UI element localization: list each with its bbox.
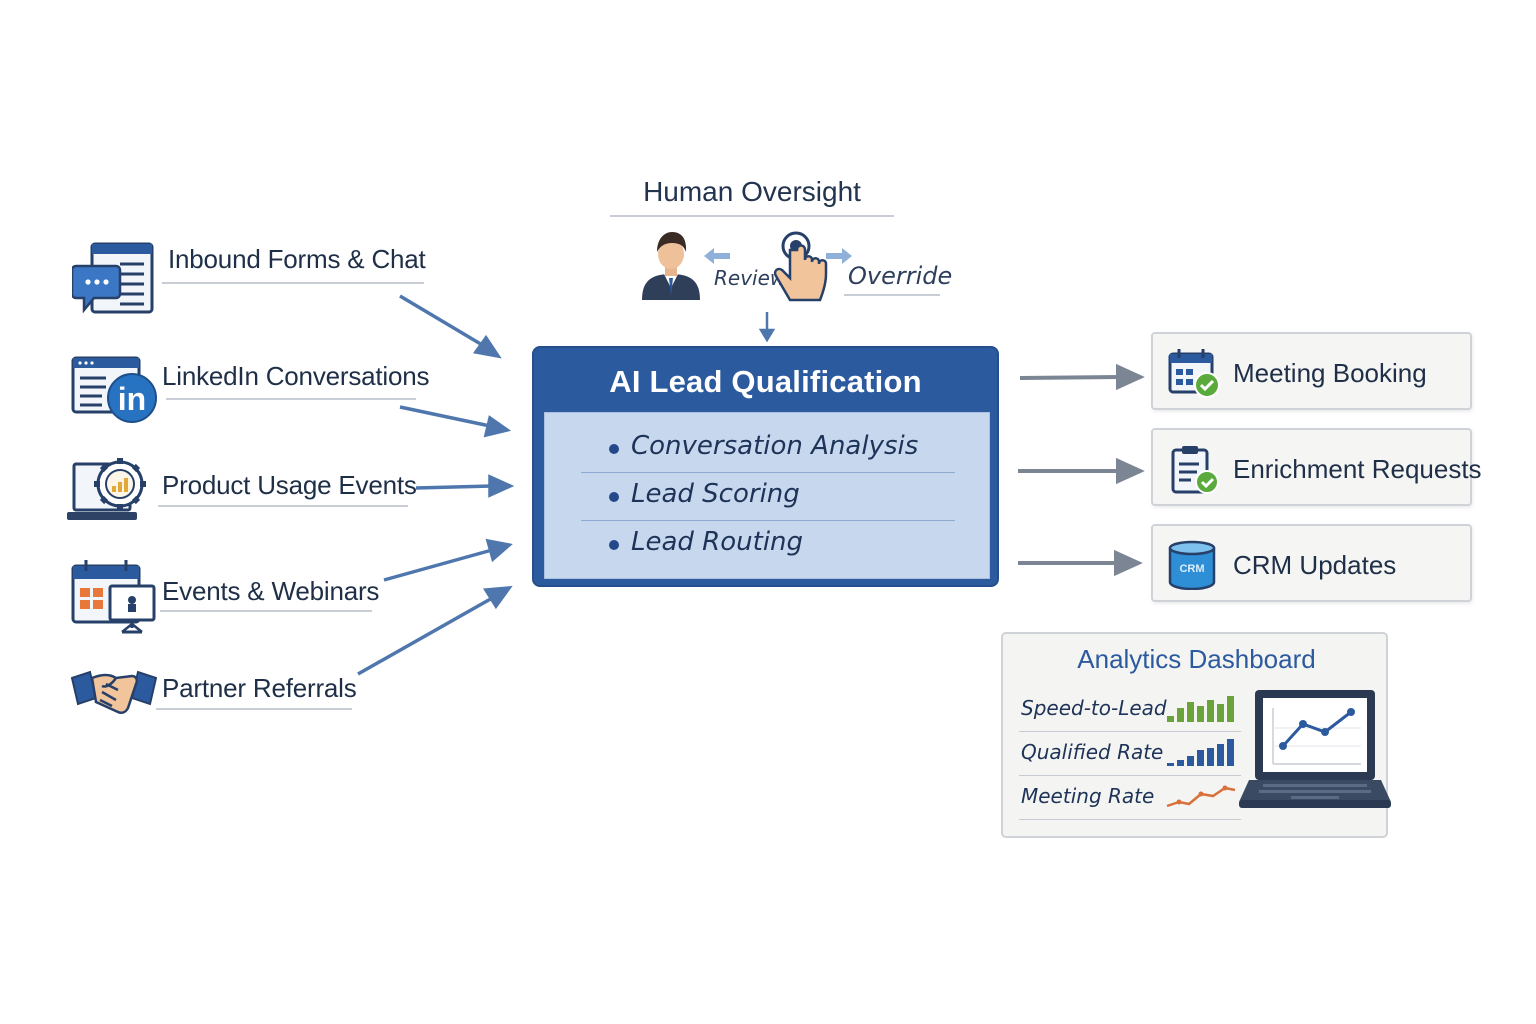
divider	[581, 519, 955, 521]
metric-speed-to-lead: Speed-to-Lead	[1019, 688, 1241, 732]
bullet	[609, 444, 619, 454]
ai-box-steps: Conversation Analysis Lead Scoring Lead …	[544, 412, 990, 579]
analytics-title: Analytics Dashboard	[1077, 644, 1316, 674]
bullet	[609, 540, 619, 550]
person-icon	[642, 232, 700, 300]
ai-step-lead-routing: Lead Routing	[581, 521, 955, 569]
input-underline	[162, 282, 424, 284]
output-arrows	[1018, 363, 1145, 577]
output-label: Enrichment Requests	[1233, 454, 1482, 484]
metric-meeting-rate: Meeting Rate	[1019, 776, 1241, 820]
oversight-arrow	[758, 312, 776, 343]
divider	[1019, 774, 1241, 776]
override-arrow-icon	[826, 248, 852, 264]
input-label: Product Usage Events	[162, 470, 417, 500]
divider	[1019, 818, 1241, 820]
ai-step-conversation-analysis: Conversation Analysis	[581, 425, 955, 473]
override-label: Override	[848, 262, 953, 290]
clipboard-check-icon	[1171, 446, 1219, 494]
chat-form-icon	[72, 242, 154, 314]
laptop-line-chart-icon	[1239, 690, 1391, 808]
output-label: CRM Updates	[1233, 550, 1397, 580]
input-label: Events & Webinars	[162, 576, 380, 606]
database-icon: CRM	[1168, 540, 1216, 590]
input-underline	[158, 505, 408, 507]
oversight-rule	[610, 215, 894, 217]
ai-lead-qualification-box: AI Lead Qualification Conversation Analy…	[532, 346, 999, 587]
calendar-check-icon	[1168, 349, 1220, 398]
product-usage-icon	[67, 458, 146, 520]
touch-hand-icon	[773, 231, 828, 302]
ai-step-label: Lead Routing	[631, 527, 804, 557]
input-underline	[156, 708, 352, 710]
handshake-icon	[70, 670, 158, 715]
metric-label: Speed-to-Lead	[1021, 696, 1167, 720]
crm-icon-text: CRM	[1179, 563, 1204, 575]
ai-step-lead-scoring: Lead Scoring	[581, 473, 955, 521]
input-underline	[160, 610, 372, 612]
metric-label: Qualified Rate	[1021, 740, 1164, 764]
output-crm-updates: CRM CRM Updates	[1151, 524, 1472, 602]
oversight-title: Human Oversight	[643, 176, 861, 207]
blue-bar-chart-icon	[1167, 739, 1234, 766]
override-underline	[844, 294, 940, 296]
bullet	[609, 492, 619, 502]
metric-qualified-rate: Qualified Rate	[1019, 732, 1241, 776]
metric-label: Meeting Rate	[1021, 784, 1155, 808]
input-label: LinkedIn Conversations	[162, 361, 430, 391]
divider	[1019, 730, 1241, 732]
divider	[581, 471, 955, 473]
orange-line-chart-icon	[1166, 785, 1236, 808]
ai-step-label: Lead Scoring	[631, 479, 800, 509]
input-label: Partner Referrals	[162, 673, 357, 703]
review-arrow-icon	[704, 248, 730, 264]
output-enrichment-requests: Enrichment Requests	[1151, 428, 1482, 506]
review-label: Review	[714, 266, 787, 290]
svg-text:in: in	[118, 381, 146, 417]
input-underline	[166, 398, 416, 400]
ai-step-label: Conversation Analysis	[631, 431, 919, 461]
ai-box-title: AI Lead Qualification	[609, 364, 922, 399]
output-label: Meeting Booking	[1233, 358, 1427, 388]
calendar-webinar-icon	[71, 560, 156, 634]
input-label: Inbound Forms & Chat	[168, 244, 426, 274]
output-meeting-booking: Meeting Booking	[1151, 332, 1472, 410]
green-bar-chart-icon	[1167, 696, 1234, 722]
linkedin-icon: in	[71, 356, 157, 423]
